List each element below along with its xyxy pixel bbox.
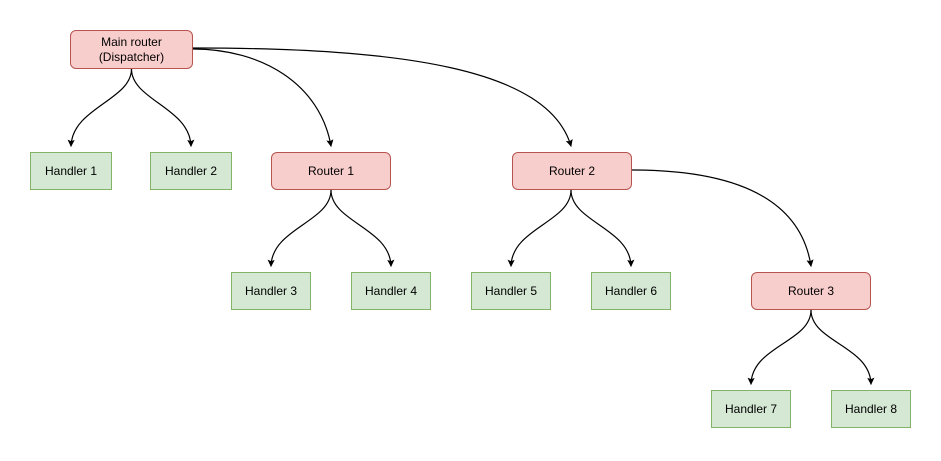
node-handler-5[interactable]: Handler 5 [471,272,551,310]
node-handler-2[interactable]: Handler 2 [150,152,232,190]
handler-7-label: Handler 7 [724,401,778,416]
node-handler-6[interactable]: Handler 6 [591,272,671,310]
edge-router1-to-handler-4 [330,189,395,267]
edge-main-to-handler-1 [67,68,133,147]
node-handler-7[interactable]: Handler 7 [711,390,791,428]
node-main-router[interactable]: Main router (Dispatcher) [70,30,193,69]
handler-8-label: Handler 8 [844,401,898,416]
edge-group [67,47,875,385]
handler-5-label: Handler 5 [484,283,538,298]
main-router-label: Main router (Dispatcher) [98,34,165,64]
edge-router2-to-router-3 [631,169,814,267]
handler-2-label: Handler 2 [164,163,218,178]
edge-router2-to-handler-6 [570,189,635,267]
node-handler-1[interactable]: Handler 1 [30,152,112,190]
node-handler-8[interactable]: Handler 8 [831,390,911,428]
edge-main-to-router-1 [192,48,334,147]
node-handler-3[interactable]: Handler 3 [231,272,311,310]
edge-main-to-router-2 [192,47,573,147]
node-router-3[interactable]: Router 3 [751,272,871,310]
node-router-2[interactable]: Router 2 [512,152,632,190]
edge-main-to-handler-2 [130,68,195,147]
edge-router1-to-handler-3 [267,189,332,267]
handler-4-label: Handler 4 [364,283,418,298]
handler-3-label: Handler 3 [244,283,298,298]
node-handler-4[interactable]: Handler 4 [351,272,431,310]
node-router-1[interactable]: Router 1 [271,152,391,190]
handler-6-label: Handler 6 [604,283,658,298]
edge-router2-to-handler-5 [507,189,572,267]
edge-router3-to-handler-8 [810,309,875,385]
edge-router3-to-handler-7 [747,309,812,385]
router-2-label: Router 2 [548,163,596,178]
router-1-label: Router 1 [307,163,355,178]
router-3-label: Router 3 [787,283,835,298]
handler-1-label: Handler 1 [44,163,98,178]
